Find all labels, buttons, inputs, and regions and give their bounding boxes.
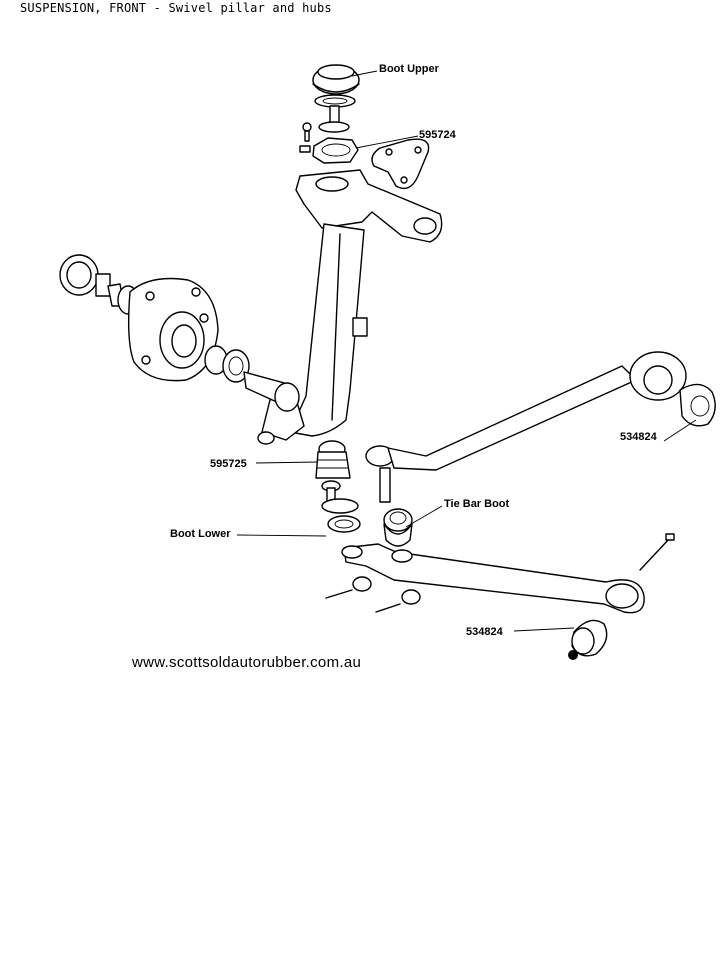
upper-ball-joint-part xyxy=(299,122,359,164)
label-595725: 595725 xyxy=(210,458,247,470)
tie-bar-boot-part xyxy=(383,508,413,547)
leader-boot-lower xyxy=(236,534,327,537)
upper-boot-part xyxy=(312,64,360,133)
leader-595725 xyxy=(255,461,319,464)
leader-534824-upper xyxy=(663,419,697,442)
label-boot-upper: Boot Upper xyxy=(379,63,439,75)
label-tie-bar-boot: Tie Bar Boot xyxy=(444,498,510,510)
leader-534824-lower xyxy=(513,627,575,632)
label-534824-upper: 534824 xyxy=(620,431,657,443)
label-534824-lower: 534824 xyxy=(466,626,503,638)
label-595724: 595724 xyxy=(419,129,456,141)
leader-tie-bar-boot xyxy=(405,505,443,528)
website-url: www.scottsoldautorubber.com.au xyxy=(132,654,362,671)
upper-mount-plate xyxy=(371,138,430,190)
lower-arm xyxy=(325,533,675,660)
lower-ball-joint-part xyxy=(315,440,361,533)
upper-link-arm xyxy=(365,351,716,503)
diagram-title: SUSPENSION, FRONT - Swivel pillar and hu… xyxy=(20,1,332,15)
hub-assembly xyxy=(59,254,300,412)
label-boot-lower: Boot Lower xyxy=(170,528,231,540)
leader-boot-upper xyxy=(351,70,378,77)
leader-595724 xyxy=(355,135,419,149)
